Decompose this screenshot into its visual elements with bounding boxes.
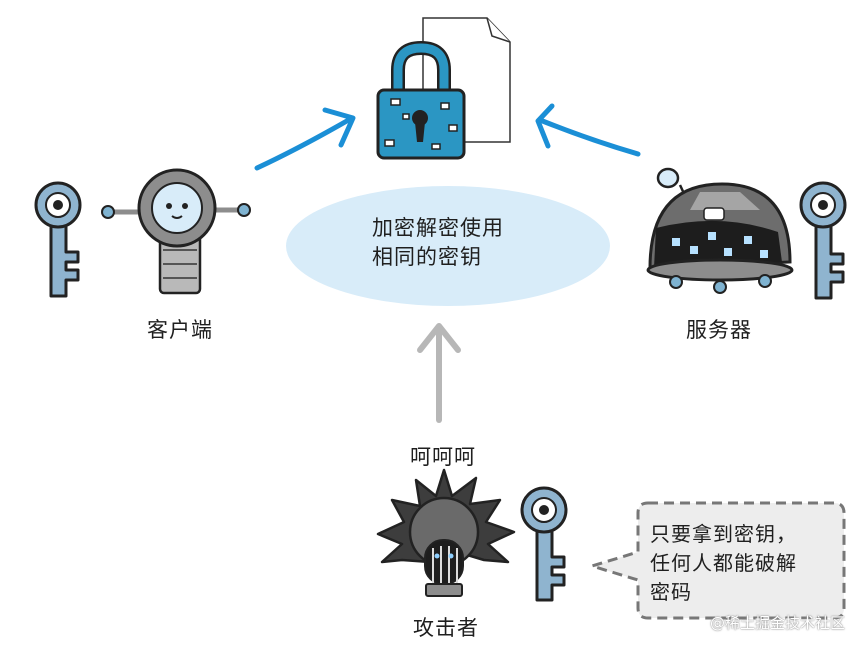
shared-key-note-ellipse xyxy=(286,186,610,306)
watermark-text: @稀土掘金技术社区 xyxy=(709,614,845,632)
attacker-character-icon xyxy=(376,468,516,597)
speech-bubble xyxy=(590,501,846,620)
attacker-key-icon xyxy=(520,486,568,602)
arrow-client-to-lock xyxy=(254,107,356,171)
attacker-laugh-text: 呵呵呵 xyxy=(410,445,476,469)
speech-line1: 只要拿到密钥， xyxy=(650,522,797,546)
client-key-icon xyxy=(34,181,82,298)
speech-bubble-text: 只要拿到密钥， 任何人都能破解 密码 xyxy=(650,520,797,607)
server-robot-icon xyxy=(646,167,794,294)
arrow-attacker-to-center xyxy=(417,323,461,423)
client-label: 客户端 xyxy=(147,318,213,342)
arrow-server-to-lock xyxy=(535,103,641,157)
shared-key-note-line2: 相同的密钥 xyxy=(372,245,482,269)
shared-key-note: 加密解密使用 相同的密钥 xyxy=(372,214,504,272)
server-label: 服务器 xyxy=(686,318,752,342)
attacker-label: 攻击者 xyxy=(413,616,479,640)
padlock-icon xyxy=(376,40,466,160)
speech-line2: 任何人都能破解 xyxy=(650,551,797,575)
shared-key-note-line1: 加密解密使用 xyxy=(372,216,504,240)
client-robot-icon xyxy=(101,168,251,295)
speech-line3: 密码 xyxy=(650,580,692,604)
server-key-icon xyxy=(799,181,847,300)
